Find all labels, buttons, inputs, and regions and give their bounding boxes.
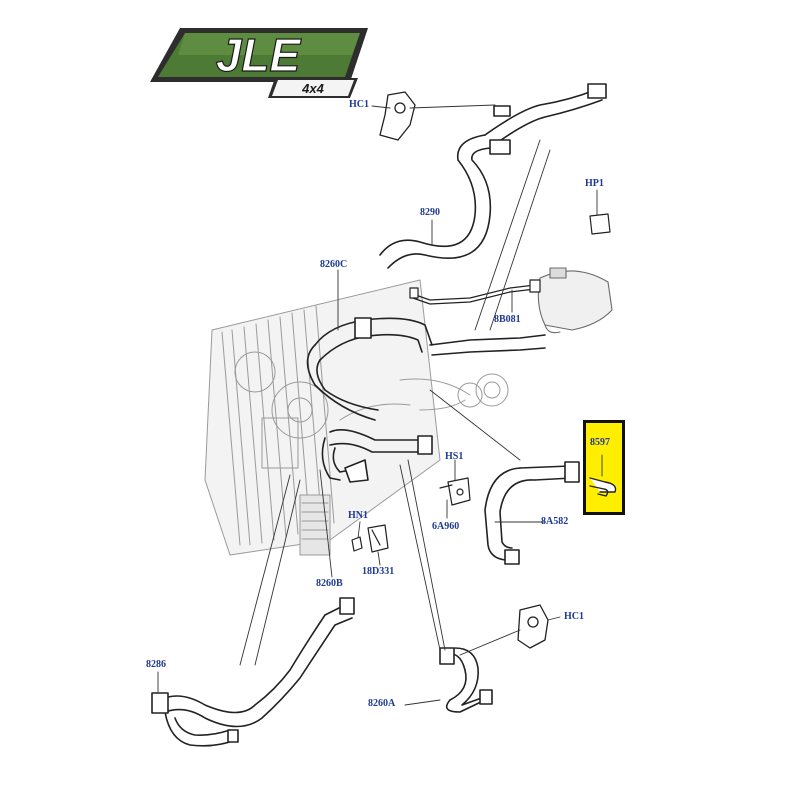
radiator-assembly (204, 279, 509, 556)
callout-hc1-bottom: HC1 (564, 611, 584, 622)
callout-hs1: HS1 (445, 451, 464, 462)
logo-sub: 4x4 (301, 81, 324, 96)
callout-18d331: 18D331 (362, 566, 395, 577)
hose-8290 (379, 83, 607, 269)
callout-8286: 8286 (146, 659, 166, 670)
clamp-hc1-bottom (517, 604, 549, 649)
bracket-18d331 (367, 524, 389, 553)
expansion-tank (537, 267, 613, 334)
callout-8b081: 8B081 (494, 314, 521, 325)
callout-hp1: HP1 (585, 178, 604, 189)
callout-hc1-top: HC1 (349, 99, 369, 110)
callout-8597: 8597 (590, 437, 610, 448)
logo-brand: JLE (216, 29, 302, 81)
callout-hn1: HN1 (348, 510, 368, 521)
callout-8260b: 8260B (316, 578, 343, 589)
hose-8260b (321, 429, 433, 483)
callout-8290: 8290 (420, 207, 440, 218)
hose-8286 (151, 597, 355, 747)
leader-lines (157, 104, 603, 706)
callout-8260c: 8260C (320, 259, 348, 270)
callout-8a582: 8A582 (541, 516, 569, 527)
hose-8597 (589, 477, 617, 497)
hose-8260a (439, 647, 493, 713)
hose-8260c (306, 317, 546, 421)
hose-8a582 (484, 461, 580, 565)
callout-6a960: 6A960 (432, 521, 460, 532)
hose-8b081 (409, 279, 541, 305)
callout-8260a: 8260A (368, 698, 396, 709)
bracket-hs1-6a960 (439, 477, 471, 506)
clip-hp1 (589, 213, 611, 235)
clamp-hc1-top (379, 91, 416, 141)
clip-hn1 (351, 536, 363, 552)
highlight-box-8597 (583, 420, 625, 515)
